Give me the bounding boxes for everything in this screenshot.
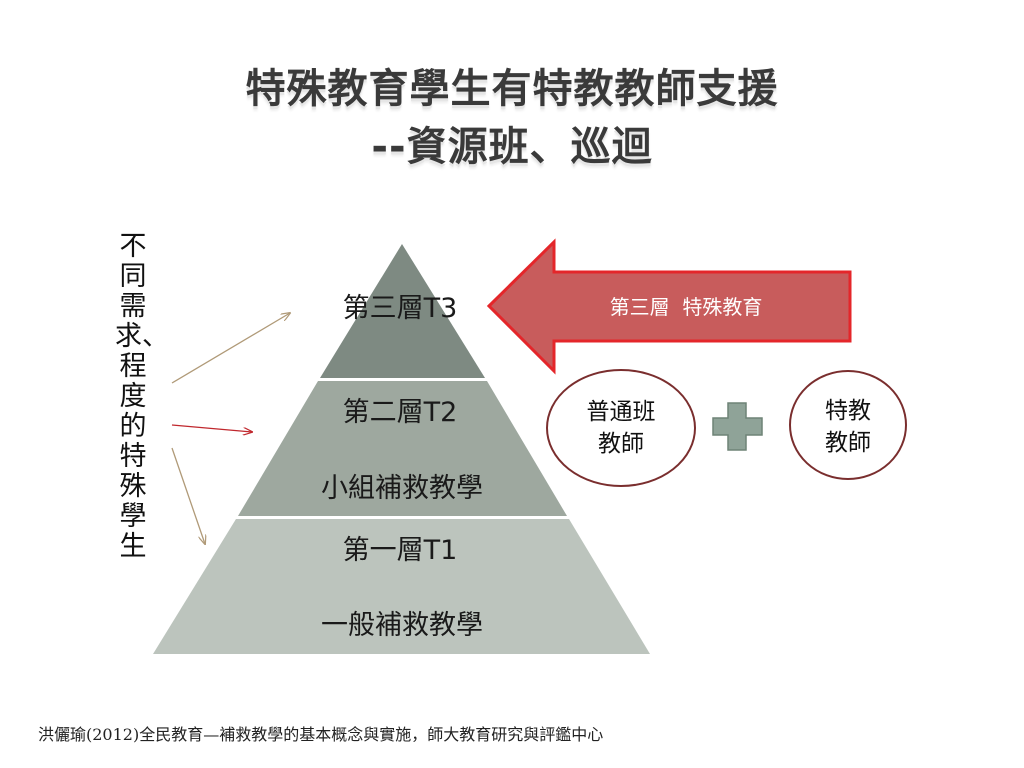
tier2-label: 第二層T2: [343, 397, 458, 428]
page-title-line2: --資源班、巡迴: [371, 124, 653, 170]
special-teacher-line2: 教師: [825, 430, 871, 456]
pyramid-tier2: [238, 381, 567, 516]
plus-icon: [712, 402, 763, 451]
pointer-arrow-bottom: [171, 447, 205, 544]
citation: 洪儷瑜(2012)全民教育—補救教學的基本概念與實施，師大教育研究與評鑑中心: [38, 725, 604, 744]
pyramid-tier1: [153, 519, 650, 654]
tier3-label: 第三層T3: [343, 293, 458, 324]
page-title-line1: 特殊教育學生有特教教師支援: [245, 66, 779, 112]
pointer-arrow-middle: [171, 424, 252, 432]
special-education-arrow: [486, 238, 852, 375]
special-education-arrow-label: 第三層 特殊教育: [610, 295, 763, 319]
general-teacher-circle: [546, 369, 696, 487]
special-teacher-line1: 特教: [825, 398, 871, 424]
pyramid-tier3: [320, 244, 485, 378]
tier2-sublabel: 小組補救教學: [321, 473, 483, 504]
general-teacher-line2: 教師: [598, 431, 644, 457]
pointer-arrow-top: [171, 313, 290, 384]
general-teacher-line1: 普通班: [587, 399, 656, 425]
tier1-sublabel: 一般補救教學: [321, 610, 483, 641]
tier1-label: 第一層T1: [343, 535, 458, 566]
special-teacher-circle: [789, 370, 907, 480]
